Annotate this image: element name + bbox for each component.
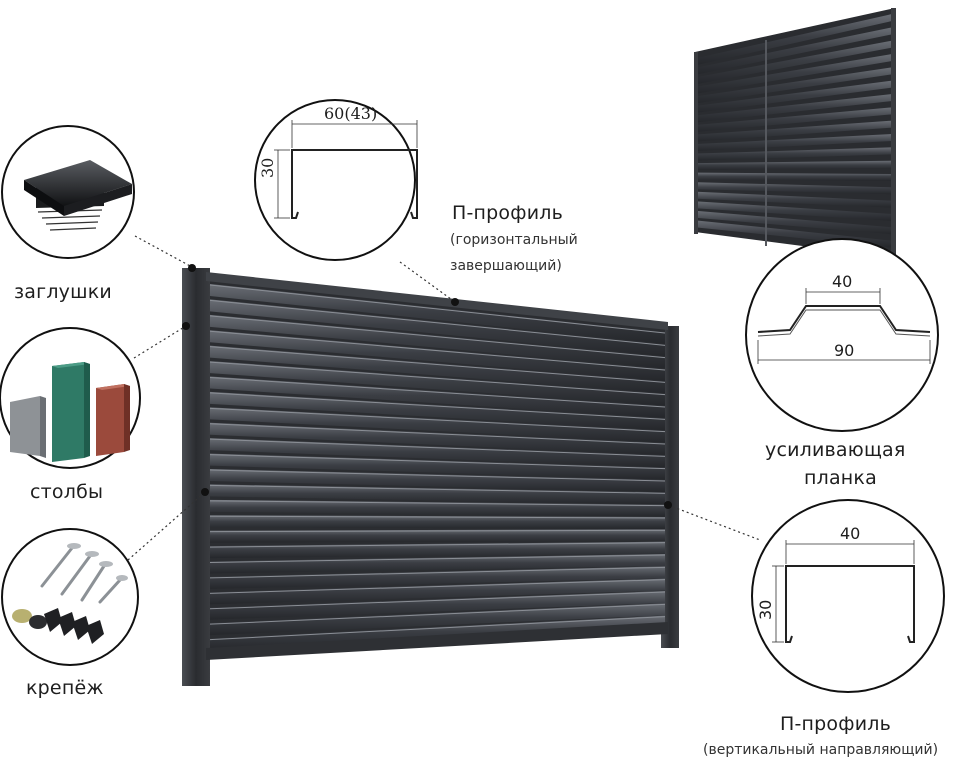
fence-slat <box>210 391 665 431</box>
fence-photo <box>694 8 896 258</box>
fence-slat-highlight <box>209 454 666 470</box>
right-post <box>661 326 679 648</box>
fence-slat-highlight <box>209 515 666 519</box>
fence-slat-highlight <box>209 392 666 420</box>
fence-slat-highlight <box>209 423 666 445</box>
photo-slat <box>697 160 892 171</box>
photo-slat <box>697 191 892 208</box>
reinforcing-callout <box>745 238 939 432</box>
posts-label: столбы <box>30 481 104 503</box>
fence-slat <box>210 453 665 480</box>
dim-reinforcing-top: 40 <box>832 272 853 291</box>
dim-reinforcing-bottom: 90 <box>834 341 855 360</box>
dim-top-height: 30 <box>258 157 277 178</box>
cap-top <box>24 160 132 206</box>
dim-bottom-height: 30 <box>756 599 775 620</box>
fence-slat <box>210 529 665 543</box>
left-post <box>182 268 210 686</box>
fasteners-label: крепёж <box>26 677 104 699</box>
fence-slat <box>210 284 665 344</box>
photo-slat <box>697 172 892 181</box>
leader-dots <box>182 264 672 509</box>
fence-slat-highlight <box>209 542 666 548</box>
fence-slat <box>210 554 665 574</box>
fence-slat-highlight <box>209 377 666 408</box>
fence-slat <box>210 603 665 636</box>
fence-slat-highlight <box>209 566 666 579</box>
p-profile-top-note-1: (горизонтальный <box>450 232 578 248</box>
p-profile-bottom-note: (вертикальный направляющий) <box>703 742 939 758</box>
fence-slat <box>210 469 665 492</box>
fence-slat-highlight <box>209 529 666 533</box>
p-profile-top-callout <box>254 99 418 261</box>
caps-callout <box>1 125 135 259</box>
p-profile-bottom-label: П-профиль <box>780 713 891 735</box>
fence-slat-highlight <box>209 346 666 383</box>
photo-slat <box>697 147 892 161</box>
fence-slat <box>210 438 665 468</box>
photo-slat <box>697 182 892 195</box>
photo-slat <box>697 201 892 221</box>
photo-slat <box>697 94 892 123</box>
photo-slat <box>697 67 892 104</box>
fence-slat-highlight <box>209 407 666 433</box>
posts-callout <box>0 327 141 469</box>
photo-slat <box>697 27 892 75</box>
fence-slat <box>210 330 665 381</box>
top-rail <box>206 272 668 330</box>
fence-slat <box>210 484 665 505</box>
reinforcing-label-2: планка <box>804 467 877 489</box>
photo-slat <box>697 210 892 235</box>
bottom-rail <box>206 622 668 660</box>
fence-slat-highlight <box>209 284 666 334</box>
fence-slat <box>210 314 665 369</box>
fence-slat <box>210 591 665 620</box>
photo-slat <box>697 14 892 65</box>
fence-panel <box>182 268 679 686</box>
photo-slat <box>697 134 892 151</box>
reinforcing-label-1: усиливающая <box>765 439 906 461</box>
fence-slat-highlight <box>209 438 666 457</box>
p-profile-bottom-callout <box>751 499 945 693</box>
fence-slat <box>210 515 665 529</box>
fence-slat-highlight <box>209 554 666 563</box>
p-profile-top-note-2: завершающий) <box>450 258 562 274</box>
fence-slat-highlight <box>209 299 666 346</box>
fence-slat-highlight <box>209 603 666 625</box>
caps-label: заглушки <box>14 281 112 303</box>
fence-slat <box>210 361 665 406</box>
fence-slat <box>210 299 665 357</box>
fence-slat-highlight <box>209 484 666 494</box>
p-profile-top-label: П-профиль <box>452 202 563 224</box>
fence-slat-highlight <box>209 361 666 396</box>
fence-slat-highlight <box>209 330 666 371</box>
fence-slat-highlight <box>209 315 666 359</box>
leader-lines <box>127 235 761 561</box>
photo-slat <box>697 54 892 94</box>
photo-slat <box>697 80 892 113</box>
fasteners-callout <box>1 528 139 666</box>
photo-slat <box>697 107 892 132</box>
fence-slat <box>210 578 665 605</box>
fence-slat-highlight <box>209 579 666 594</box>
fence-slat-highlight <box>209 500 666 507</box>
fence-slat-highlight <box>209 616 666 641</box>
photo-slat <box>697 40 892 85</box>
fence-slats <box>209 284 666 651</box>
fence-slat <box>210 345 665 394</box>
fence-slat-highlight <box>209 469 666 482</box>
dim-top-width: 60(43) <box>324 104 378 123</box>
photo-slat <box>697 120 892 142</box>
fence-slat <box>210 422 665 455</box>
dim-bottom-width: 40 <box>840 524 861 543</box>
fence-slat <box>210 407 665 443</box>
fence-slat-highlight <box>209 591 666 610</box>
fence-slat <box>210 376 665 418</box>
fence-slat <box>210 566 665 589</box>
